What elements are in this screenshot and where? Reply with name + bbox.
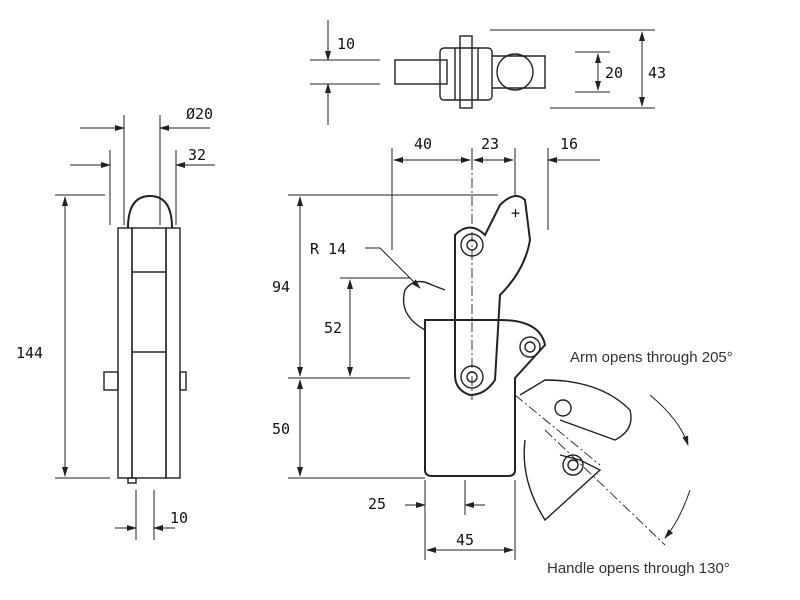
dim-23: 23 (481, 135, 499, 153)
dim-52: 52 (324, 319, 342, 337)
base-body (424, 319, 547, 477)
dim-94: 94 (272, 278, 290, 296)
clamp-arm (454, 195, 532, 397)
dim-25: 25 (368, 495, 386, 513)
handle-opening-note: Handle opens through 130° (547, 560, 730, 577)
arm-opening-note: Arm opens through 205° (570, 349, 733, 366)
arm-tip (402, 280, 446, 331)
dim-side-width: 32 (188, 146, 206, 164)
dim-top-outer: 43 (648, 64, 666, 82)
dim-side-height: 144 (16, 344, 43, 362)
dim-45: 45 (456, 531, 474, 549)
handle-open (523, 439, 602, 522)
side-dome (127, 194, 173, 229)
dim-top-thickness: 10 (337, 35, 355, 53)
side-view: Ø20 32 144 10 (16, 105, 215, 540)
dim-50: 50 (272, 420, 290, 438)
dim-side-bottom: 10 (170, 509, 188, 527)
arm-open (519, 379, 632, 441)
svg-text:+: + (511, 204, 520, 222)
dim-16: 16 (560, 135, 578, 153)
dim-top-inner: 20 (605, 64, 623, 82)
front-view: + 40 23 16 R 14 94 52 50 25 (272, 135, 733, 577)
top-view: 10 20 43 (310, 20, 666, 125)
dim-side-dia: Ø20 (186, 105, 213, 123)
dim-40: 40 (414, 135, 432, 153)
dim-radius: R 14 (310, 240, 346, 258)
